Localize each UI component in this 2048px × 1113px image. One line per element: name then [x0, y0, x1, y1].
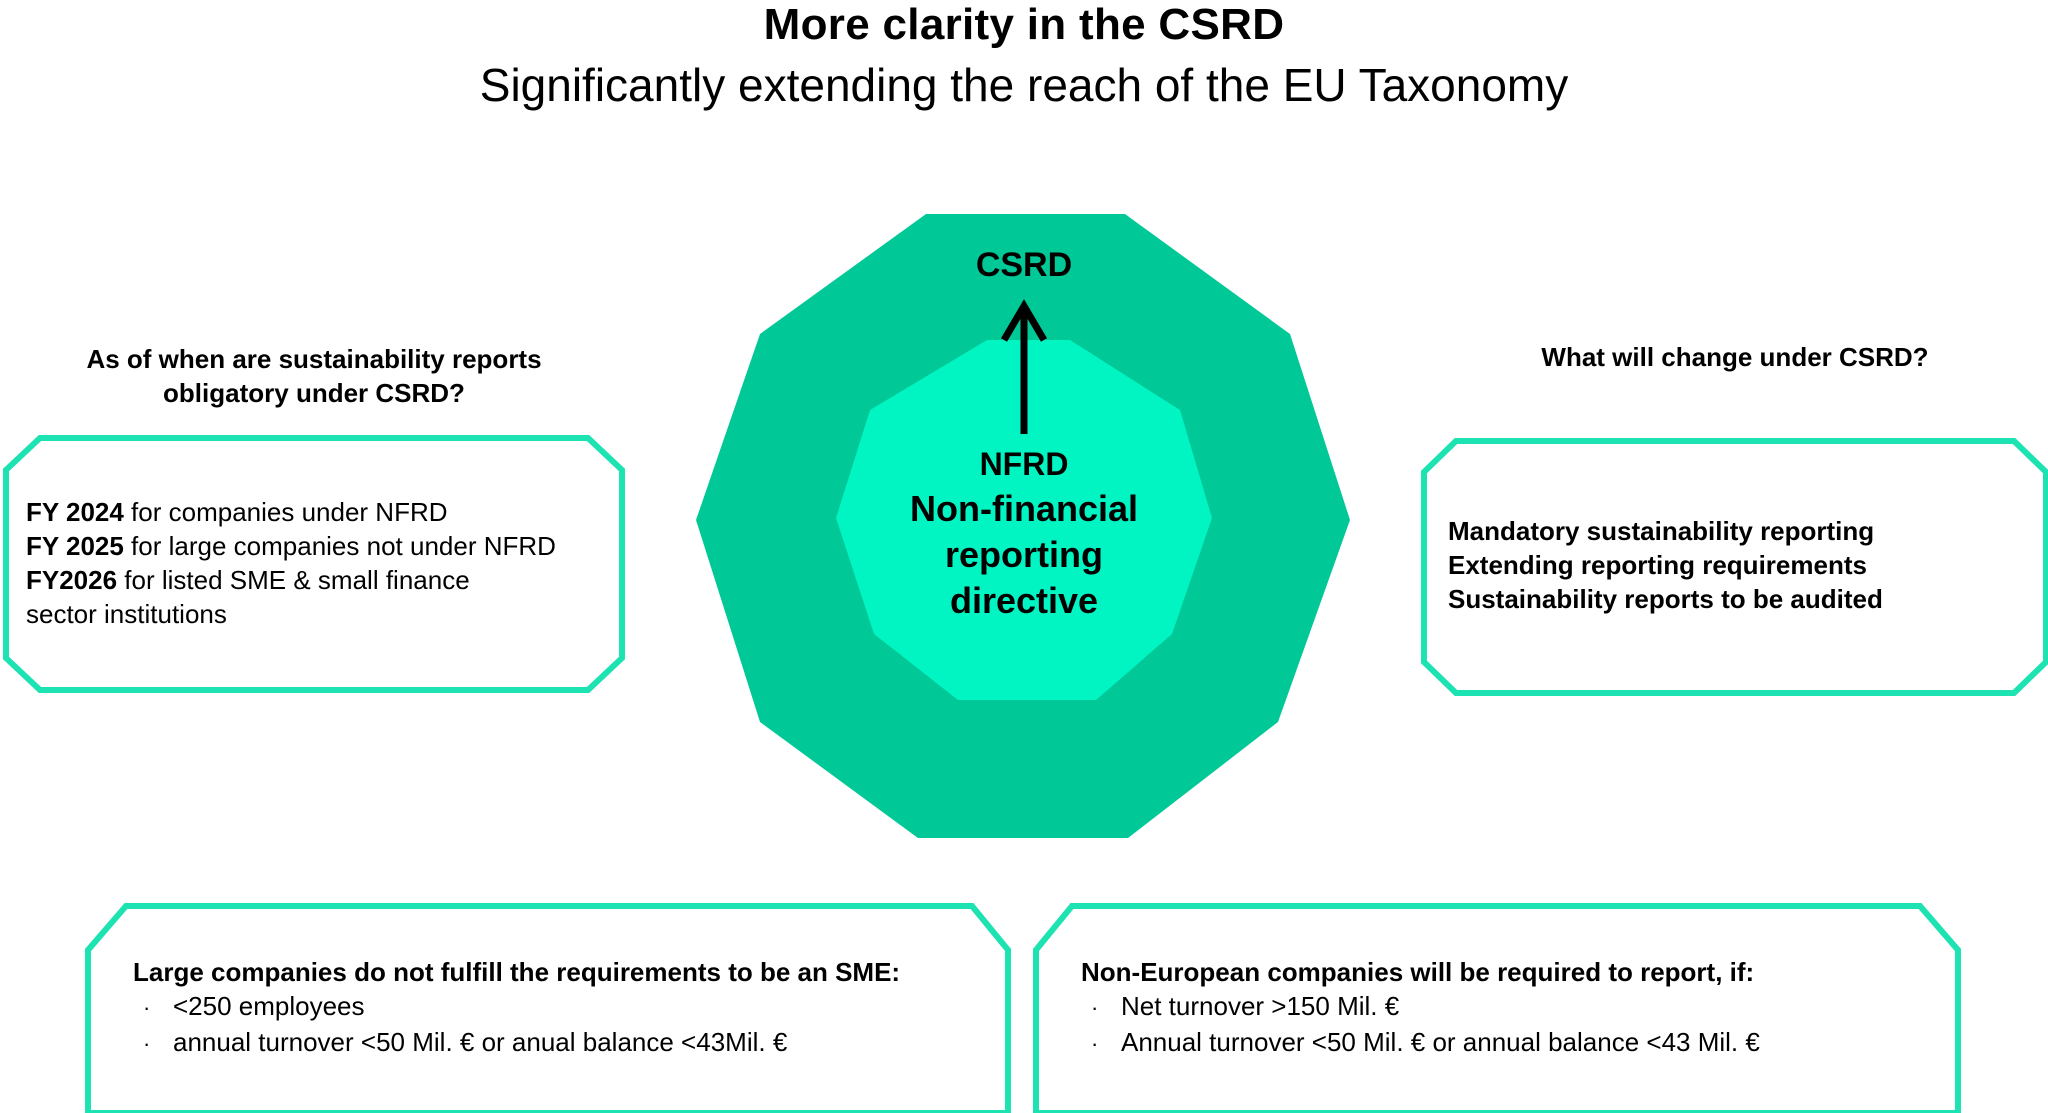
bottom-right-box: [1033, 903, 1961, 1113]
right-item-3: Sustainability reports to be audited: [1448, 584, 1883, 614]
left-question: As of when are sustainability reports ob…: [40, 342, 588, 410]
bottom-right-heading: Non-European companies will be required …: [1081, 957, 1755, 987]
right-item-1: Mandatory sustainability reporting: [1448, 516, 1875, 546]
left-info-box: [2, 435, 625, 693]
left-item-2: FY 2025 for large companies not under NF…: [26, 529, 626, 563]
bottom-right-bullet-2: · Annual turnover <50 Mil. € or annual b…: [1081, 1025, 1961, 1061]
bullet-dot-icon: ·: [143, 1031, 151, 1056]
bottom-left-bullet-2-text: annual turnover <50 Mil. € or anual bala…: [173, 1027, 788, 1057]
bottom-right-content: Non-European companies will be required …: [1081, 955, 1961, 1061]
page-title: More clarity in the CSRD: [763, 0, 1285, 49]
nfrd-label: NFRD: [979, 446, 1069, 482]
left-box-content: FY 2024 for companies under NFRD FY 2025…: [26, 495, 626, 631]
bottom-right-bullet-2-text: Annual turnover <50 Mil. € or annual bal…: [1121, 1027, 1760, 1057]
nfrd-full-line-2: reporting: [945, 534, 1103, 575]
left-item-2-year: FY 2025: [26, 531, 124, 561]
bottom-right-bullet-1: · Net turnover >150 Mil. €: [1081, 989, 1961, 1025]
bullet-dot-icon: ·: [1091, 1031, 1099, 1056]
left-item-1-text: for companies under NFRD: [123, 497, 448, 527]
page-subtitle: Significantly extending the reach of the…: [479, 59, 1569, 111]
left-question-line-2: obligatory under CSRD?: [163, 378, 465, 408]
left-item-3: FY2026 for listed SME & small finance: [26, 563, 626, 597]
right-info-box: [1421, 438, 2048, 696]
nfrd-full-name: Non-financial reporting directive: [860, 486, 1188, 624]
bottom-right-bullet-1-text: Net turnover >150 Mil. €: [1121, 991, 1400, 1021]
csrd-label: CSRD: [975, 246, 1073, 284]
left-item-3-continuation: sector institutions: [26, 599, 227, 629]
left-item-3-year: FY2026: [26, 565, 118, 595]
nfrd-inner-shape: [836, 340, 1212, 700]
left-item-1: FY 2024 for companies under NFRD: [26, 495, 626, 529]
left-item-1-year: FY 2024: [26, 497, 124, 527]
nfrd-full-line-3: directive: [949, 580, 1099, 621]
bottom-left-box: [85, 903, 1011, 1113]
bullet-dot-icon: ·: [1091, 995, 1099, 1020]
bottom-left-heading: Large companies do not fulfill the requi…: [133, 957, 901, 987]
bullet-dot-icon: ·: [143, 995, 151, 1020]
bottom-left-content: Large companies do not fulfill the requi…: [133, 955, 1013, 1061]
bottom-left-bullet-2: · annual turnover <50 Mil. € or anual ba…: [133, 1025, 1013, 1061]
right-box-content: Mandatory sustainability reporting Exten…: [1448, 514, 2008, 616]
bottom-left-bullet-1-text: <250 employees: [173, 991, 365, 1021]
arrow-head-icon: [1000, 299, 1048, 342]
right-question: What will change under CSRD?: [1541, 342, 1929, 372]
left-item-3-text: for listed SME & small finance: [117, 565, 470, 595]
right-item-2: Extending reporting requirements: [1448, 550, 1867, 580]
nfrd-full-line-1: Non-financial: [909, 488, 1138, 529]
left-item-2-text: for large companies not under NFRD: [123, 531, 556, 561]
left-question-line-1: As of when are sustainability reports: [86, 344, 542, 374]
bottom-left-bullet-1: · <250 employees: [133, 989, 1013, 1025]
